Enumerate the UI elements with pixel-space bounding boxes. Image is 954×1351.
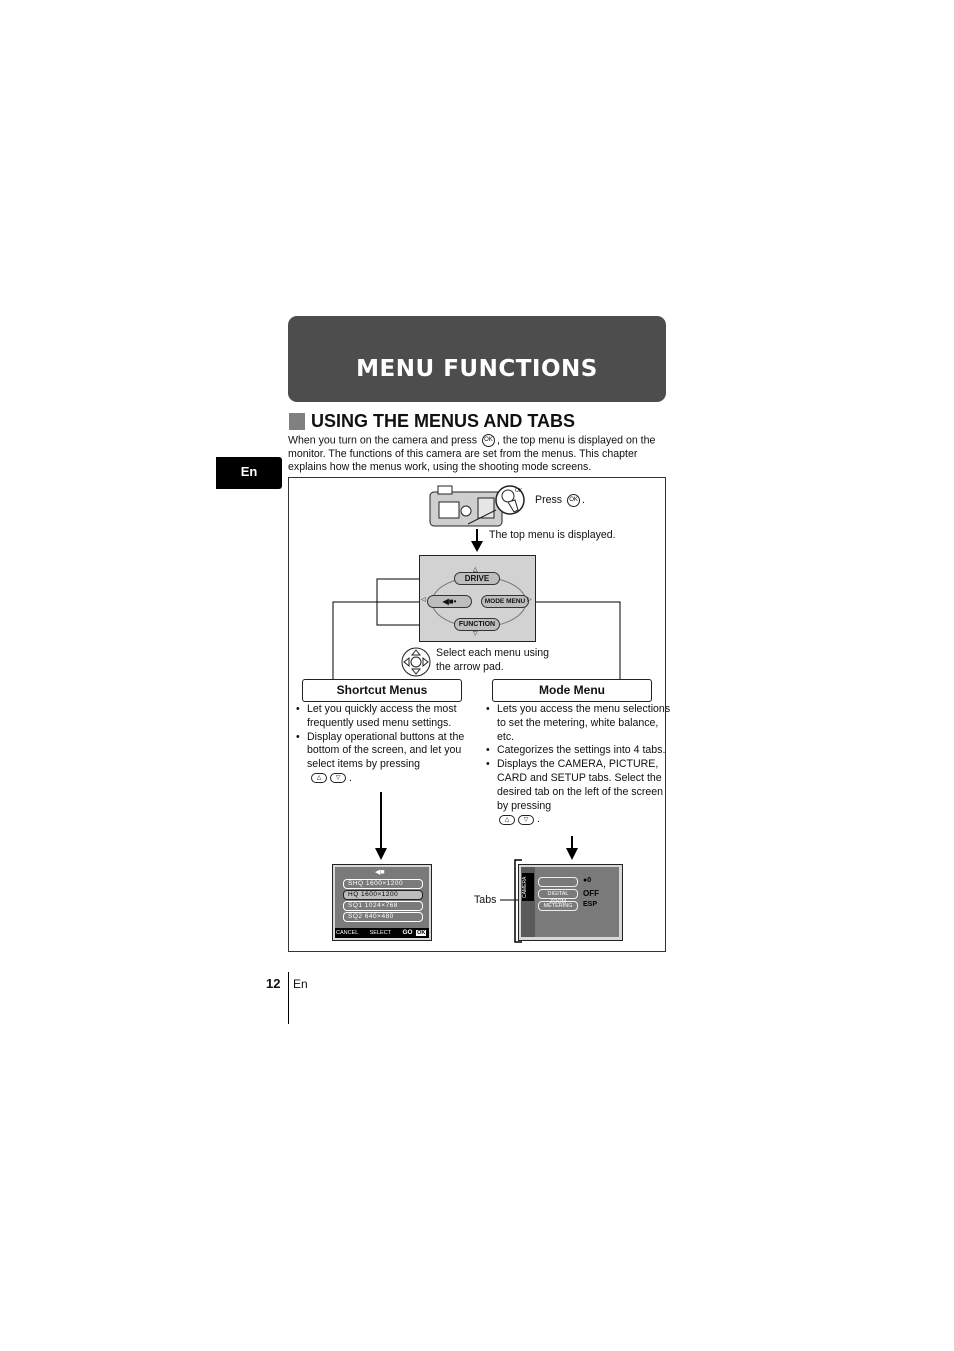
setting-value: OFF [583,889,599,898]
page-language: En [293,977,308,991]
camera-back-icon: OK [429,485,525,527]
mode-buttons-row: △▽. [497,813,671,827]
left-arrow-icon: ◁ [421,597,426,603]
setting-value: ESP [583,901,598,908]
up-button-icon: △ [311,773,327,784]
ok-menu-icon: OK [481,434,495,447]
function-menu-pill: FUNCTION [454,618,500,631]
arrow-pad-caption: Select each menu using the arrow pad. [436,646,549,674]
shortcut-bullets: Let you quickly access the most frequent… [295,703,479,786]
press-period: . [582,494,585,506]
down-button-icon: ▽ [518,814,534,825]
shortcut-arrow-icon [375,792,387,860]
go-label: GO [402,929,413,936]
intro-paragraph: When you turn on the camera and press OK… [288,434,668,475]
language-tab-label: En [240,464,258,479]
resolution-row: SHQ 1600×1200 [343,879,423,889]
quality-icon: ◀■ [375,869,385,876]
chapter-title: MENU FUNCTIONS [356,356,598,382]
press-label: Press [535,494,563,506]
mode-bullet-1: Lets you access the menu selections to s… [486,703,671,744]
setting-row: METERING [538,901,578,911]
resolution-row: SQ1 1024×768 [343,901,423,911]
mode-menu-title: Mode Menu [492,679,652,702]
mode-bullets: Lets you access the menu selections to s… [485,703,671,827]
mode-arrow-icon [566,836,578,860]
down-arrow-icon: ▽ [473,631,478,637]
resolution-row: SQ2 640×480 [343,912,423,922]
right-arrow-icon: ▷ [527,597,532,603]
shortcut-bullet-1: Let you quickly access the most frequent… [296,703,479,731]
ok-button-icon: OK [567,493,581,507]
quality-shortcut-pill: ◀■• [427,595,472,608]
connector-lines [332,578,621,679]
shortcut-bullet-2: Display operational buttons at the botto… [296,730,479,786]
intro-text-after: , the top menu is displayed on the monit… [288,434,656,474]
press-instruction: Press OK. [535,493,585,507]
top-menu-caption: The top menu is displayed. [489,529,616,541]
section-marker [289,413,305,430]
shortcut-buttons-row: △▽. [307,772,479,786]
up-arrow-icon: △ [473,567,478,573]
mode-menu-pill: MODE MENU [481,595,529,608]
tab-camera: CAMERA [522,873,534,901]
setting-row [538,877,578,887]
select-label: SELECT [369,930,391,936]
setting-row: DIGITAL ZOOM [538,889,578,905]
down-button-icon: ▽ [330,773,346,784]
shortcut-period: . [349,771,352,784]
shortcut-screen: ◀■ SHQ 1600×1200 HQ 1600×1200 SQ1 1024×7… [332,864,432,941]
shortcut-menus-title: Shortcut Menus [302,679,462,702]
setting-value: ●0 [583,877,592,884]
resolution-row: HQ 1600×1200 [343,890,423,900]
arrow-pad-caption-line1: Select each menu using [436,647,550,659]
language-tab: En [216,457,282,489]
svg-text:OK: OK [515,488,523,494]
shortcut-bullet-2-text: Display operational buttons at the botto… [307,730,465,771]
section-title: USING THE MENUS AND TABS [311,411,576,431]
drive-menu-pill: DRIVE [454,572,500,585]
arrow-pad-icon [401,647,431,677]
cancel-label: CANCEL [336,930,359,936]
arrow-pad-caption-line2: the arrow pad. [436,661,504,673]
top-menu-screen: △ DRIVE ◀■• MODE MENU FUNCTION ▽ ◁ ▷ [419,555,536,642]
intro-text-before: When you turn on the camera and press [288,434,478,447]
mode-menu-screen: CAMERA DIGITAL ZOOM METERING ●0 OFF ESP [518,864,623,941]
up-button-icon: △ [499,814,515,825]
mode-bullet-3: Displays the CAMERA, PICTURE, CARD and S… [486,758,671,827]
mode-bullet-2: Categorizes the settings into 4 tabs. [486,744,671,758]
arrow-down-icon [471,529,483,552]
ok-label: OK [416,930,427,936]
page-number: 12 [266,976,281,991]
chapter-banner [288,316,666,402]
shortcut-footer: CANCEL SELECT GO OK [335,928,429,938]
tabs-label: Tabs [474,894,497,906]
mode-period: . [537,813,540,826]
mode-bullet-3-text: Displays the CAMERA, PICTURE, CARD and S… [497,758,664,812]
page-rule [288,972,289,1024]
